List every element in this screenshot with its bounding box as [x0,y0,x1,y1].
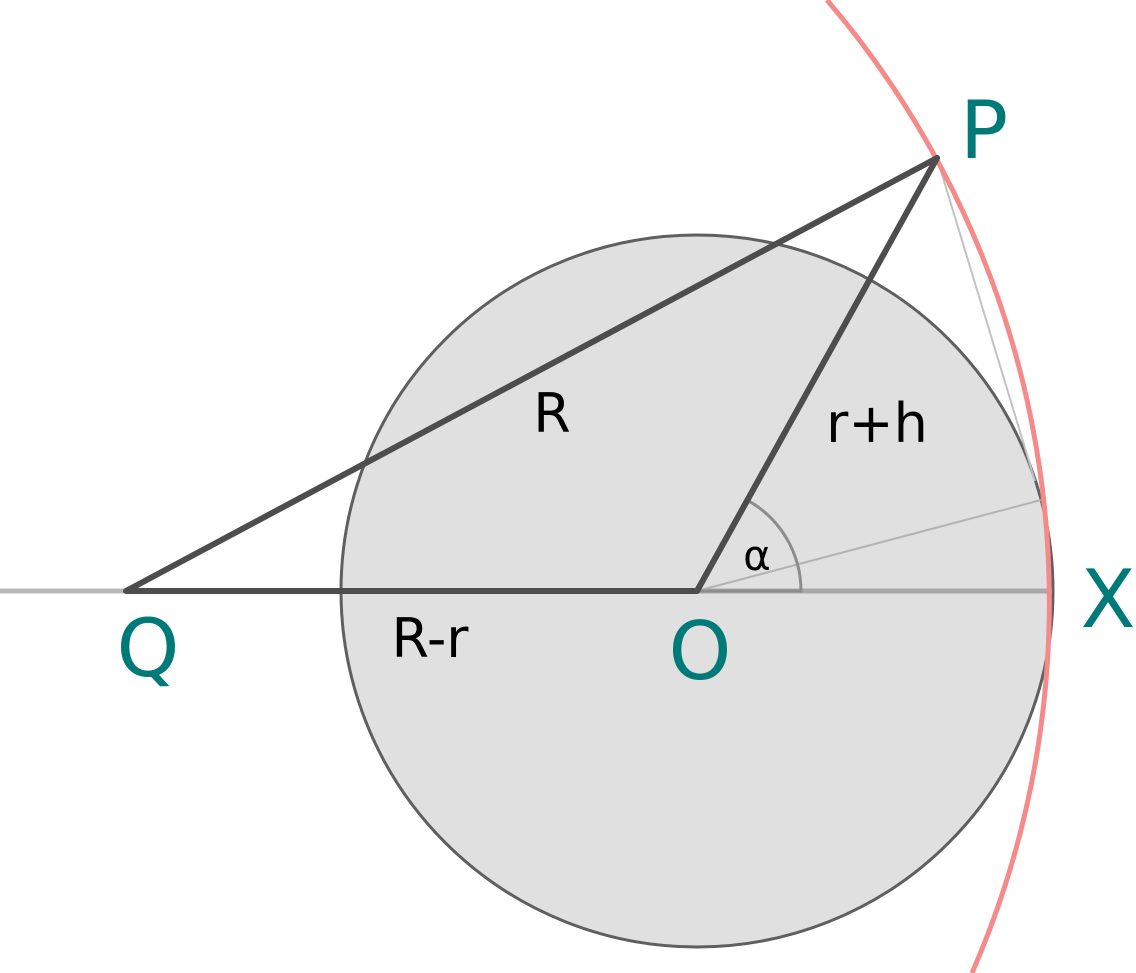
label-angle-alpha: α [743,531,771,580]
big-arc [825,0,1052,973]
thin-line-o-to-circle [696,499,1042,592]
angle-alpha-arc [697,498,803,593]
label-segment-qp: R [533,382,571,445]
label-segment-qo: R-r [391,607,469,670]
label-segment-op: r+h [826,392,928,455]
segment-qp [123,155,940,594]
label-point-p: P [960,84,1008,177]
label-point-x: X [1081,553,1136,646]
thin-line-p-to-tangent [936,157,1036,482]
segment-op [694,155,940,594]
label-point-q: Q [117,602,180,695]
label-point-o: O [669,605,732,698]
